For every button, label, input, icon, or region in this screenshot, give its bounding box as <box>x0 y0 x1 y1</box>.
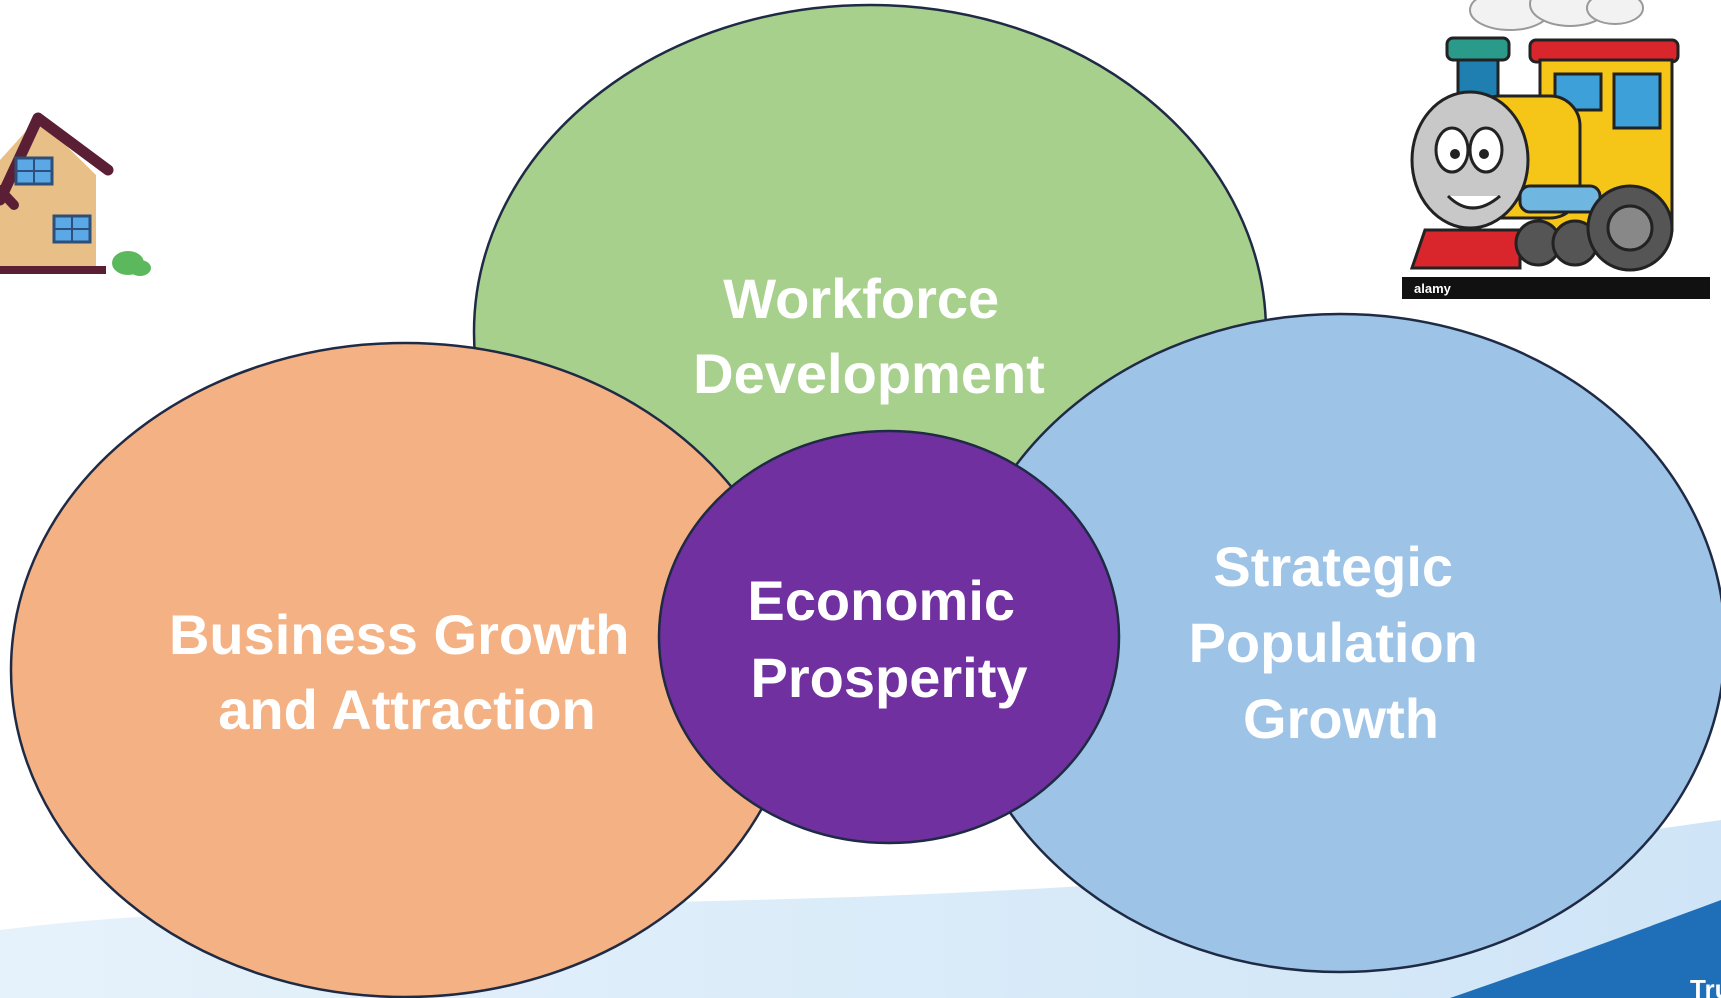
strategic-population-label: Strategic Population Growth <box>1189 535 1494 750</box>
house-icon <box>0 112 151 276</box>
footer-text: Tru <box>1690 974 1721 998</box>
economic-prosperity-label: Economic Prosperity <box>747 569 1030 709</box>
cartoon-train-icon: alamy <box>1402 0 1710 299</box>
train-watermark: alamy <box>1414 281 1452 296</box>
economic-prosperity-ellipse <box>657 429 1121 845</box>
business-growth-label: Business Growth and Attraction <box>169 603 645 741</box>
workforce-development-label: Workforce Development <box>693 267 1045 405</box>
